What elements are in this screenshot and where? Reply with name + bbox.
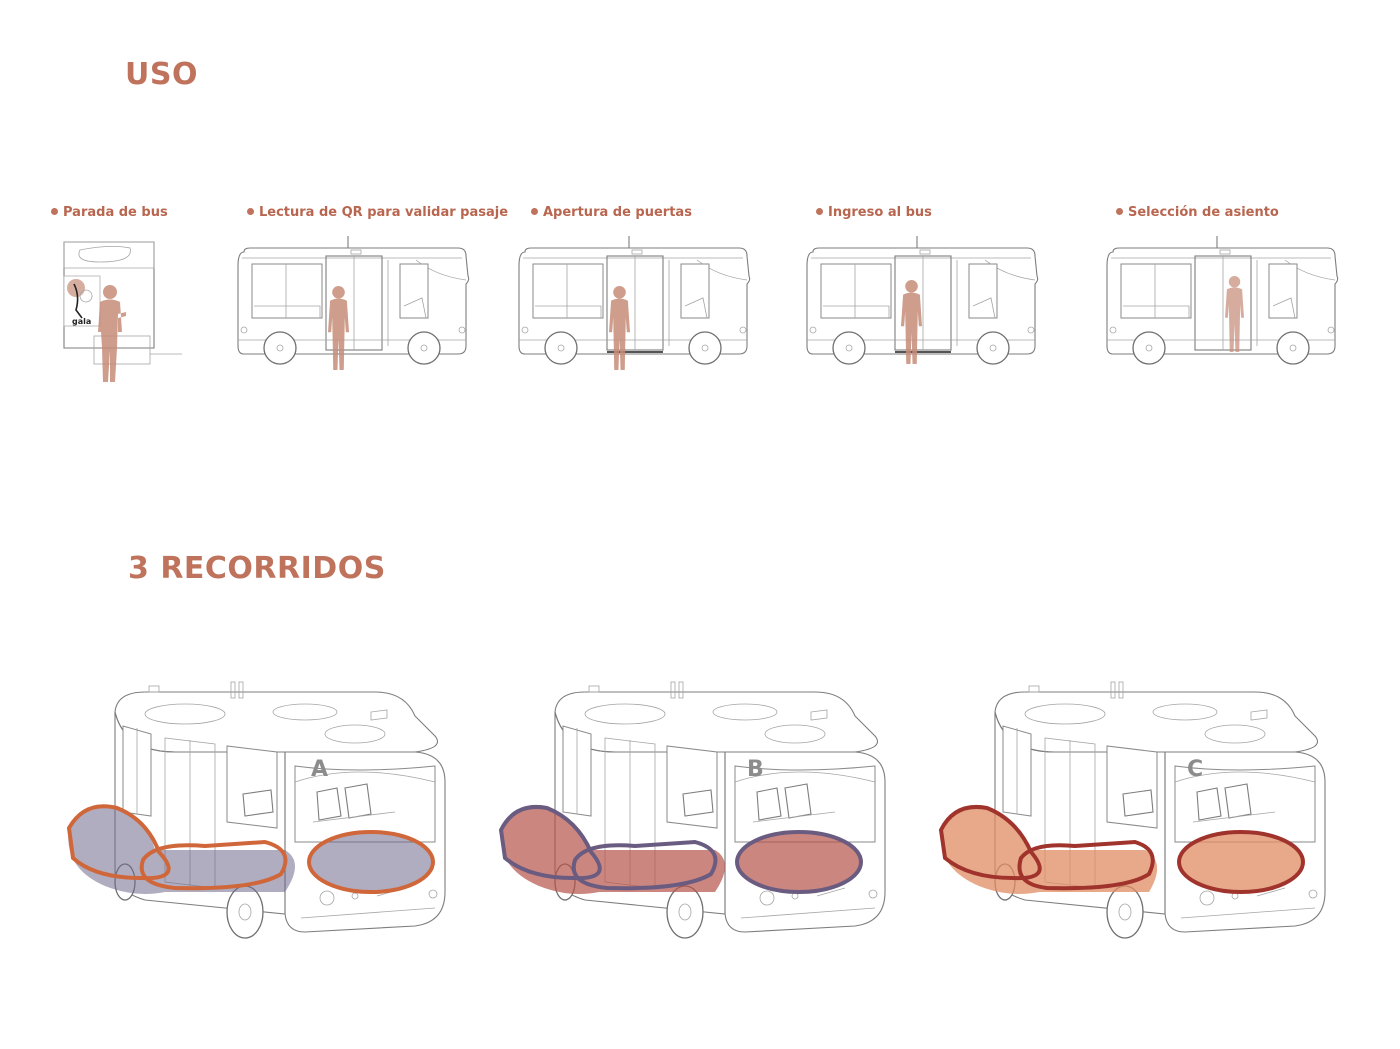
bullet-icon [247, 208, 254, 215]
bus-stop-illustration: gala [63, 241, 182, 382]
route-letter-a: A [311, 757, 328, 782]
passenger-silhouette [609, 286, 630, 370]
bullet-icon [1116, 208, 1123, 215]
step-label-text: Selección de asiento [1128, 205, 1279, 220]
step-label-text: Ingreso al bus [828, 205, 932, 220]
step-label-4: Ingreso al bus [816, 205, 932, 220]
bus-stop-sign-text: gala [72, 317, 91, 326]
step-label-text: Parada de bus [63, 205, 168, 220]
passenger-silhouette [328, 286, 349, 370]
route-c-diagram: C [938, 681, 1326, 939]
bus-side-view-door-opening [518, 235, 751, 370]
route-a-zones [66, 804, 435, 894]
bullet-icon [816, 208, 823, 215]
step-label-2: Lectura de QR para validar pasaje [247, 205, 508, 220]
route-c-zones [938, 805, 1305, 894]
step-label-text: Apertura de puertas [543, 205, 692, 220]
passenger-silhouette [98, 285, 126, 382]
step-label-1: Parada de bus [51, 205, 168, 220]
step-label-text: Lectura de QR para validar pasaje [259, 205, 509, 220]
step-label-5: Selección de asiento [1116, 205, 1279, 220]
route-b-zones [498, 805, 863, 894]
step-label-3: Apertura de puertas [531, 205, 692, 220]
route-b-diagram: B [498, 681, 886, 939]
bullet-icon [51, 208, 58, 215]
section-title-recorridos: 3 RECORRIDOS [128, 551, 386, 586]
route-letter-c: C [1187, 757, 1203, 782]
bullet-icon [531, 208, 538, 215]
bus-side-view-boarding [806, 235, 1039, 365]
route-letter-b: B [747, 757, 764, 782]
bus-side-view-qr [237, 235, 470, 370]
bus-side-view-seat-selection [1106, 235, 1339, 365]
section-title-uso: USO [125, 57, 198, 92]
route-a-diagram: A [66, 681, 446, 939]
passenger-silhouette [1225, 276, 1244, 352]
